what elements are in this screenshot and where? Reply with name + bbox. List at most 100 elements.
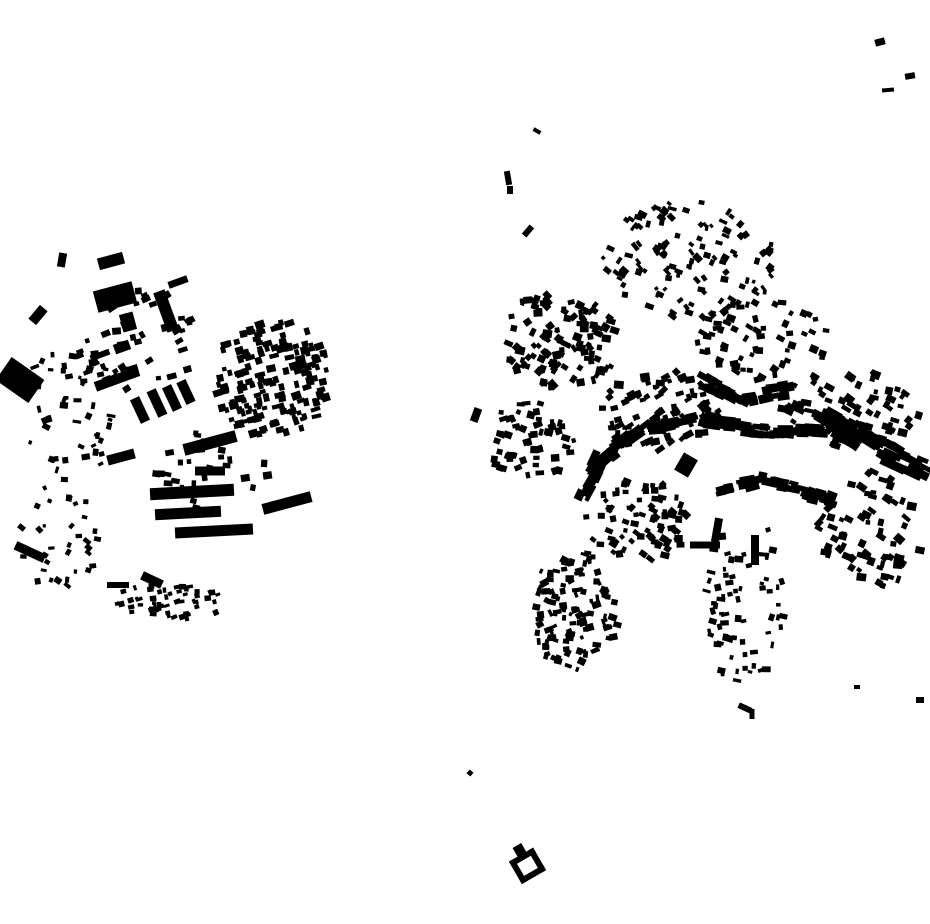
building [720,253,730,263]
building [590,474,600,485]
building [543,625,554,634]
building [697,286,706,293]
building [592,641,602,648]
building [778,612,788,620]
building [162,290,172,300]
building [174,523,254,539]
building [907,459,926,474]
building [536,400,545,407]
building [258,424,269,434]
building [789,418,797,425]
building [667,205,677,212]
building [645,531,657,543]
building [722,319,732,327]
building [684,308,694,317]
building [559,587,566,595]
building [111,327,122,335]
building [723,550,732,557]
building [268,379,277,388]
building [694,429,703,438]
building [629,225,636,232]
building [28,304,48,326]
building [304,350,311,357]
building [822,328,830,333]
building [554,327,561,334]
building [66,541,72,549]
building [662,540,671,548]
building [239,408,247,417]
building [652,419,674,431]
building [318,377,328,387]
building [623,421,635,431]
building [785,485,801,495]
building [606,387,615,396]
building [666,200,673,207]
building [282,366,290,376]
building [177,459,183,466]
building [254,356,263,366]
building [733,588,739,594]
building [698,199,705,206]
building [837,531,848,541]
building [594,600,599,606]
building [519,360,527,369]
building [604,526,614,535]
building [829,534,840,544]
building [737,702,753,714]
building [160,323,169,333]
building [744,482,761,493]
building [916,697,924,703]
building [229,398,236,407]
building [813,518,824,529]
building [878,476,889,484]
building [233,422,242,430]
building [903,415,914,425]
building [766,266,775,275]
building [162,587,167,593]
building [524,362,531,370]
building [855,566,863,574]
building [639,397,647,403]
building [564,662,573,669]
building [466,769,474,777]
building [612,490,620,497]
building [793,405,806,415]
building [613,380,624,390]
building [519,298,529,303]
building [597,512,605,519]
building [635,239,643,248]
building [683,396,692,404]
building [518,456,528,465]
building [720,611,730,618]
building [303,364,312,372]
building [503,339,514,348]
building [676,296,684,304]
building [737,354,745,362]
building [657,385,669,396]
building [674,535,683,543]
building [525,471,531,479]
building [469,407,483,423]
building [745,562,753,569]
building [857,538,867,549]
building [697,221,705,229]
building [73,569,78,574]
building [884,425,894,436]
building [719,345,729,353]
building [547,358,559,369]
building [0,357,45,403]
building [584,622,595,632]
building [259,388,267,395]
building [824,397,833,404]
building [628,537,636,545]
building [721,226,732,236]
building [222,462,231,469]
building [92,448,99,457]
building [533,294,541,302]
building [731,394,750,408]
building [323,366,329,373]
building [90,401,96,410]
building [219,382,230,393]
building [724,392,735,401]
building [677,500,685,510]
